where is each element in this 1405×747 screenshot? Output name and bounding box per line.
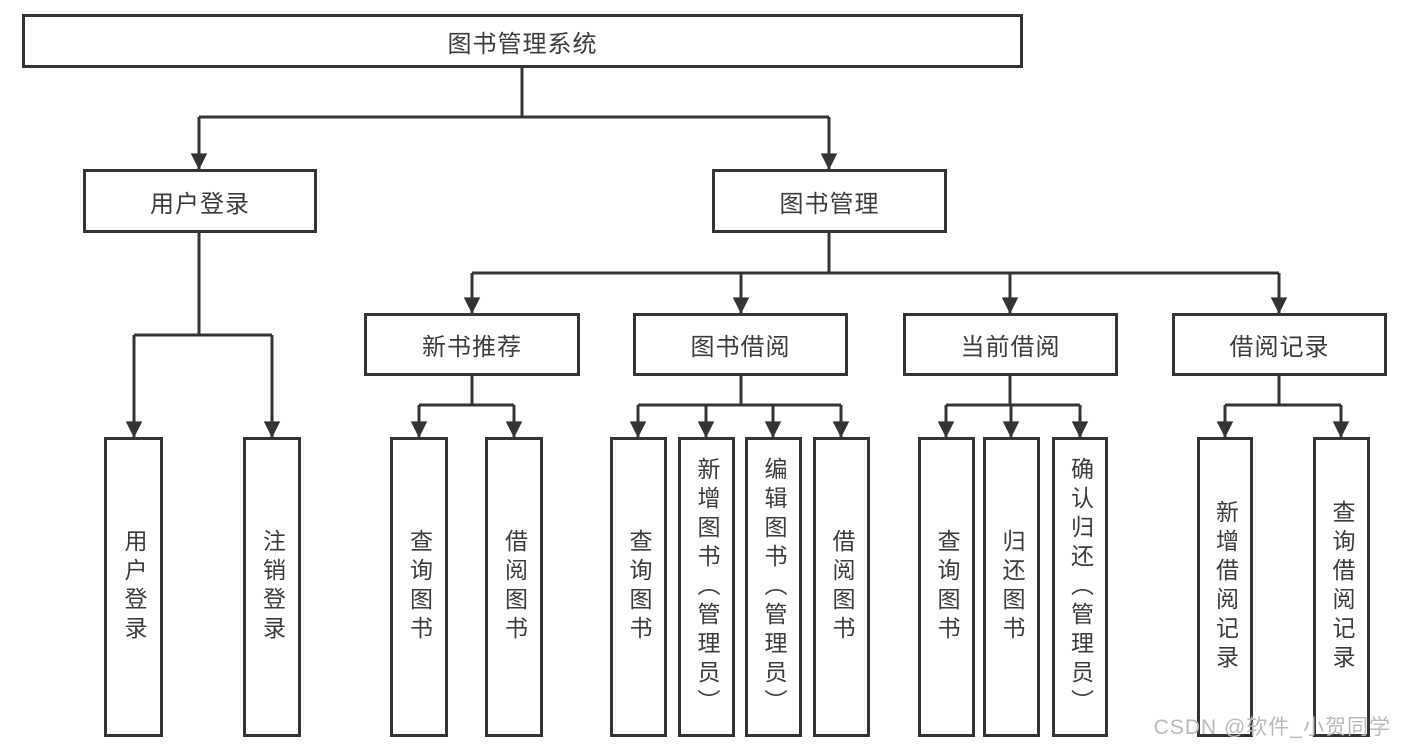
leaf-edit-books-admin: 编辑图书（管理员）: [745, 437, 802, 737]
leaf-query-borrow-record: 查询借阅记录: [1313, 437, 1370, 737]
leaf-confirm-return-admin: 确认归还（管理员）: [1052, 437, 1108, 737]
connector-root-stem: [199, 68, 829, 119]
node-book-management-label: 图书管理: [779, 190, 880, 218]
leaf-add-books-admin: 新增图书（管理员）: [678, 437, 735, 737]
leaf-query-books-newbook: 查询图书: [390, 437, 448, 737]
connector-mgmt-stem: [472, 233, 1279, 275]
leaf-return-books-label: 归还图书: [999, 529, 1025, 645]
leaf-query-books-borrow-label: 查询图书: [626, 529, 652, 645]
node-root-system: 图书管理系统: [22, 14, 1023, 68]
leaf-query-books-borrow: 查询图书: [610, 437, 667, 737]
connector-user-stem: [134, 232, 272, 337]
leaf-borrow-books-newbook-label: 借阅图书: [501, 529, 528, 645]
node-borrow-records: 借阅记录: [1172, 313, 1387, 376]
leaf-borrow-books: 借阅图书: [813, 437, 870, 737]
leaf-logout-label: 注销登录: [259, 529, 286, 645]
node-new-book-recommend-label: 新书推荐: [422, 334, 522, 361]
leaf-logout: 注销登录: [243, 437, 301, 737]
node-user-login-label: 用户登录: [150, 190, 250, 218]
connector-newbook-stem: [419, 375, 514, 407]
node-current-borrowing: 当前借阅: [903, 313, 1118, 376]
node-book-borrowing-label: 图书借阅: [690, 334, 791, 361]
leaf-borrow-books-label: 借阅图书: [829, 529, 855, 645]
node-user-login-branch: 用户登录: [83, 169, 317, 233]
connector-borrow-stem: [638, 375, 841, 407]
node-root-label: 图书管理系统: [447, 30, 598, 58]
csdn-watermark: CSDN @软件_小贺同学: [1153, 716, 1391, 739]
leaf-add-books-admin-label: 新增图书（管理员）: [694, 456, 720, 718]
node-current-borrowing-label: 当前借阅: [960, 334, 1061, 361]
leaf-edit-books-admin-label: 编辑图书（管理员）: [761, 456, 787, 718]
node-book-borrowing: 图书借阅: [633, 313, 848, 376]
leaf-query-books-current: 查询图书: [918, 437, 975, 737]
node-new-book-recommend: 新书推荐: [364, 313, 580, 376]
node-book-management-branch: 图书管理: [712, 169, 947, 233]
connector-group: [125, 68, 1350, 438]
leaf-user-login-label: 用户登录: [121, 529, 147, 645]
leaf-query-books-newbook-label: 查询图书: [406, 529, 433, 645]
leaf-query-books-current-label: 查询图书: [934, 529, 960, 645]
leaf-user-login: 用户登录: [104, 437, 163, 737]
leaf-return-books: 归还图书: [983, 437, 1040, 737]
connector-current-stem: [946, 375, 1080, 407]
leaf-borrow-books-newbook: 借阅图书: [485, 437, 543, 737]
leaf-confirm-return-admin-label: 确认归还（管理员）: [1067, 456, 1094, 718]
connector-records-stem: [1225, 375, 1341, 407]
node-borrow-records-label: 借阅记录: [1229, 334, 1330, 361]
leaf-add-borrow-record: 新增借阅记录: [1197, 437, 1253, 737]
leaf-add-borrow-record-label: 新增借阅记录: [1212, 500, 1239, 674]
leaf-query-borrow-record-label: 查询借阅记录: [1329, 500, 1355, 674]
